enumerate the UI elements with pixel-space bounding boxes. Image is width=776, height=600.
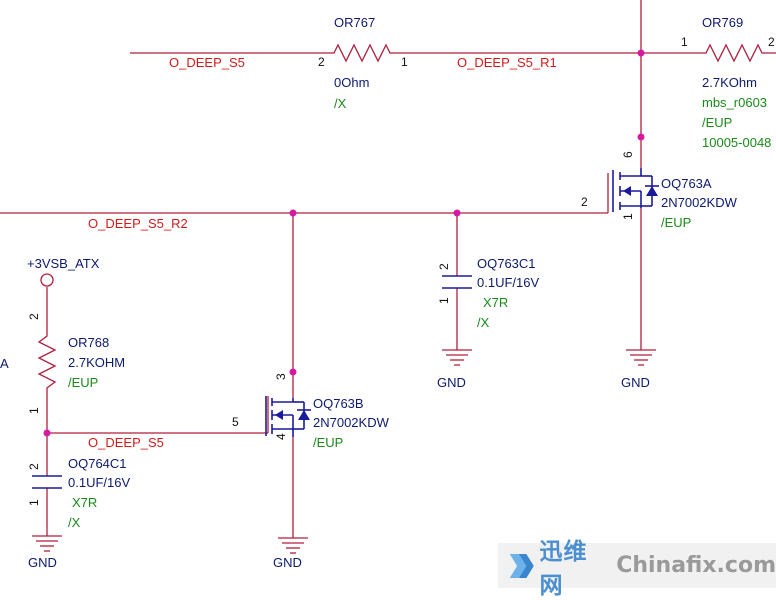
oq763b-attr: /EUP — [313, 435, 343, 450]
oq763b-pin-gate: 5 — [232, 415, 239, 429]
or768-pin-bottom: 1 — [27, 407, 41, 414]
oq763a-pin-gate: 2 — [581, 195, 588, 209]
gnd-label: GND — [28, 555, 57, 570]
or769-part: mbs_r0603 — [702, 95, 767, 110]
oq764c1-dielectric: X7R — [72, 495, 97, 510]
ground-symbol: GND — [437, 349, 472, 390]
oq763a-pin-drain: 6 — [621, 151, 635, 158]
edge-label-partial: A — [0, 356, 9, 371]
junction-dot — [453, 209, 461, 217]
junctions — [43, 49, 645, 437]
oq763b-pin-source: 4 — [274, 433, 288, 440]
or769-pin-left: 1 — [681, 35, 688, 49]
or769-pn: 10005-0048 — [702, 135, 771, 150]
gnd-label: GND — [621, 375, 650, 390]
junction-dot — [289, 368, 297, 376]
net-label-o-deep-s5-r2: O_DEEP_S5_R2 — [88, 216, 188, 231]
or767-pin-right: 1 — [401, 55, 408, 69]
or769-ref: OR769 — [702, 15, 743, 30]
or769-pin-right: 2 — [768, 35, 775, 49]
net-label-o-deep-s5-bottom: O_DEEP_S5 — [88, 435, 164, 450]
watermark-cn: 迅维网 — [539, 538, 588, 599]
oq763c1-pin-top: 2 — [437, 263, 451, 270]
oq763c1-attr: /X — [477, 315, 490, 330]
oq763b-ref: OQ763B — [313, 396, 364, 411]
or767-ref: OR767 — [334, 15, 375, 30]
resistor-or768: 2 1 OR768 2.7KOHM /EUP — [27, 273, 125, 414]
or769-value: 2.7KOhm — [702, 75, 757, 90]
resistor-or767: OR767 2 1 0Ohm /X — [318, 15, 408, 111]
or769-attr: /EUP — [702, 115, 732, 130]
capacitor-oq763c1: 2 1 OQ763C1 0.1UF/16V X7R /X — [437, 256, 539, 330]
mosfet-oq763b: 3 5 4 OQ763B 2N7002KDW /EUP — [232, 373, 390, 450]
power-label-3vsb-atx: +3VSB_ATX — [27, 256, 100, 271]
or768-value: 2.7KOHM — [68, 355, 125, 370]
gnd-label: GND — [437, 375, 466, 390]
or768-attr: /EUP — [68, 375, 98, 390]
junction-dot — [43, 429, 51, 437]
power-port-circle — [40, 273, 54, 287]
watermark: 迅维网 Chinafix.com — [498, 539, 776, 599]
chinafix-logo-icon — [509, 553, 534, 578]
capacitor-oq764c1: 2 1 OQ764C1 0.1UF/16V X7R /X — [27, 456, 130, 530]
oq763a-pin-source: 1 — [621, 213, 635, 220]
wires — [0, 0, 700, 538]
oq763c1-ref: OQ763C1 — [477, 256, 536, 271]
oq763a-ref: OQ763A — [661, 176, 712, 191]
oq764c1-value: 0.1UF/16V — [68, 475, 130, 490]
oq764c1-pin-bottom: 1 — [27, 499, 41, 506]
oq763c1-dielectric: X7R — [483, 295, 508, 310]
oq763a-value: 2N7002KDW — [661, 195, 738, 210]
or767-attr: /X — [334, 96, 347, 111]
or767-value: 0Ohm — [334, 75, 369, 90]
junction-dot — [289, 209, 297, 217]
junction-dot — [637, 133, 645, 141]
oq763a-attr: /EUP — [661, 215, 691, 230]
ground-symbol: GND — [273, 537, 308, 570]
watermark-en: Chinafix.com — [616, 553, 776, 578]
or767-pin-left: 2 — [318, 55, 325, 69]
oq764c1-pin-top: 2 — [27, 463, 41, 470]
resistor-or769: OR769 1 2 2.7KOhm mbs_r0603 /EUP 10005-0… — [681, 15, 776, 150]
oq763b-pin-drain: 3 — [274, 373, 288, 380]
oq763c1-value: 0.1UF/16V — [477, 275, 539, 290]
oq763c1-pin-bottom: 1 — [437, 297, 451, 304]
net-label-o-deep-s5: O_DEEP_S5 — [169, 55, 245, 70]
oq764c1-ref: OQ764C1 — [68, 456, 127, 471]
or768-ref: OR768 — [68, 335, 109, 350]
junction-dot — [637, 49, 645, 57]
oq763b-value: 2N7002KDW — [313, 415, 390, 430]
oq764c1-attr: /X — [68, 515, 81, 530]
net-label-o-deep-s5-r1: O_DEEP_S5_R1 — [457, 55, 557, 70]
gnd-label: GND — [273, 555, 302, 570]
or768-pin-top: 2 — [27, 313, 41, 320]
ground-symbol: GND — [621, 349, 656, 390]
ground-symbol: GND — [28, 535, 62, 570]
mosfet-oq763a: 6 2 1 OQ763A 2N7002KDW /EUP — [581, 151, 738, 230]
